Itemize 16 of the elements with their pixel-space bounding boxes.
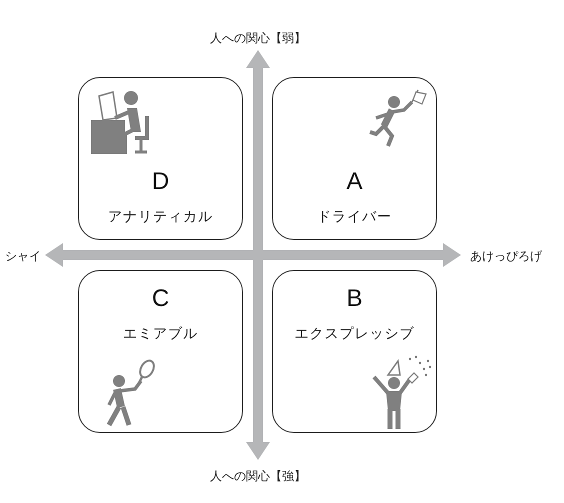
axis-label: 人への関心【弱】 [210,30,306,47]
quadrant-box [78,77,243,240]
axis-label: シャイ [5,248,41,265]
axis-label: あけっぴろげ [470,248,542,265]
type-name: エクスプレッシブ [294,325,414,343]
type-letter: C [152,285,170,313]
type-name: エミアブル [123,325,198,343]
quadrant-box [272,270,437,433]
type-letter: A [346,168,362,196]
type-letter: B [346,285,362,313]
type-letter: D [152,168,170,196]
type-name: ドライバー [317,208,392,226]
quadrant-box [272,77,437,240]
quadrant-box [78,270,243,433]
axis-label: 人への関心【強】 [210,468,306,485]
type-name: アナリティカル [108,208,213,226]
